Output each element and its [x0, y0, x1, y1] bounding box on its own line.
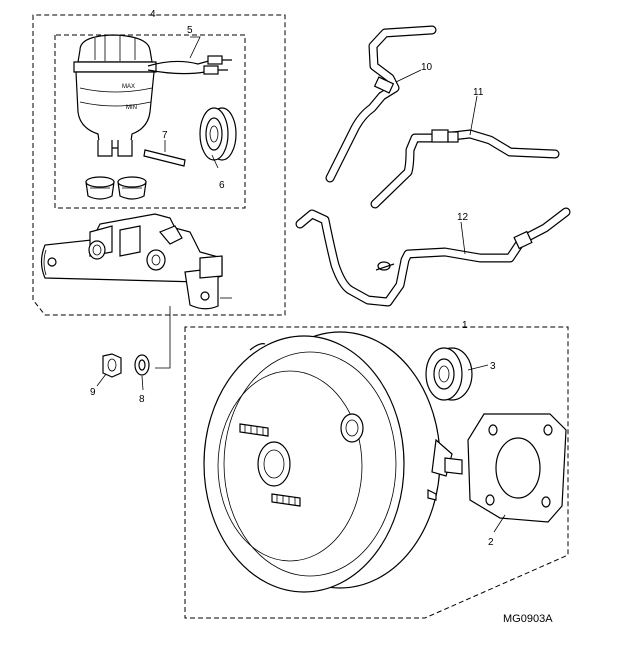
connector-line	[155, 306, 171, 369]
master-cylinder	[40, 213, 232, 310]
brake-servo	[203, 331, 463, 593]
retaining-pin	[143, 149, 186, 167]
group-box-4	[32, 14, 286, 316]
callout-4: 4	[150, 9, 156, 20]
servo-gasket	[467, 413, 567, 523]
callout-3: 3	[490, 361, 496, 372]
callout-9: 9	[90, 387, 96, 398]
figure-code: MG0903A	[503, 613, 553, 625]
leader-lines	[96, 36, 506, 533]
fluid-reservoir: MAX MIN	[73, 34, 232, 157]
callout-11: 11	[473, 87, 484, 98]
vacuum-hose-10	[325, 25, 437, 183]
washer	[134, 354, 150, 376]
vacuum-hose-12	[295, 207, 571, 307]
max-mark: MAX	[122, 84, 135, 90]
callout-1: 1	[462, 320, 468, 331]
min-mark: MIN	[126, 105, 137, 111]
mounting-nut	[102, 353, 122, 378]
callout-5: 5	[187, 25, 193, 36]
callout-2: 2	[488, 537, 494, 548]
callout-6: 6	[219, 180, 225, 191]
vacuum-hose-11	[370, 129, 560, 209]
callout-10: 10	[421, 62, 433, 73]
callout-7: 7	[162, 130, 168, 141]
callout-8: 8	[139, 394, 145, 405]
group-box-5	[54, 34, 246, 209]
group-box-1	[184, 326, 569, 619]
callout-12: 12	[457, 212, 469, 223]
booster-seal	[425, 347, 473, 401]
reservoir-seal	[199, 107, 237, 161]
reservoir-grommets	[85, 176, 147, 200]
